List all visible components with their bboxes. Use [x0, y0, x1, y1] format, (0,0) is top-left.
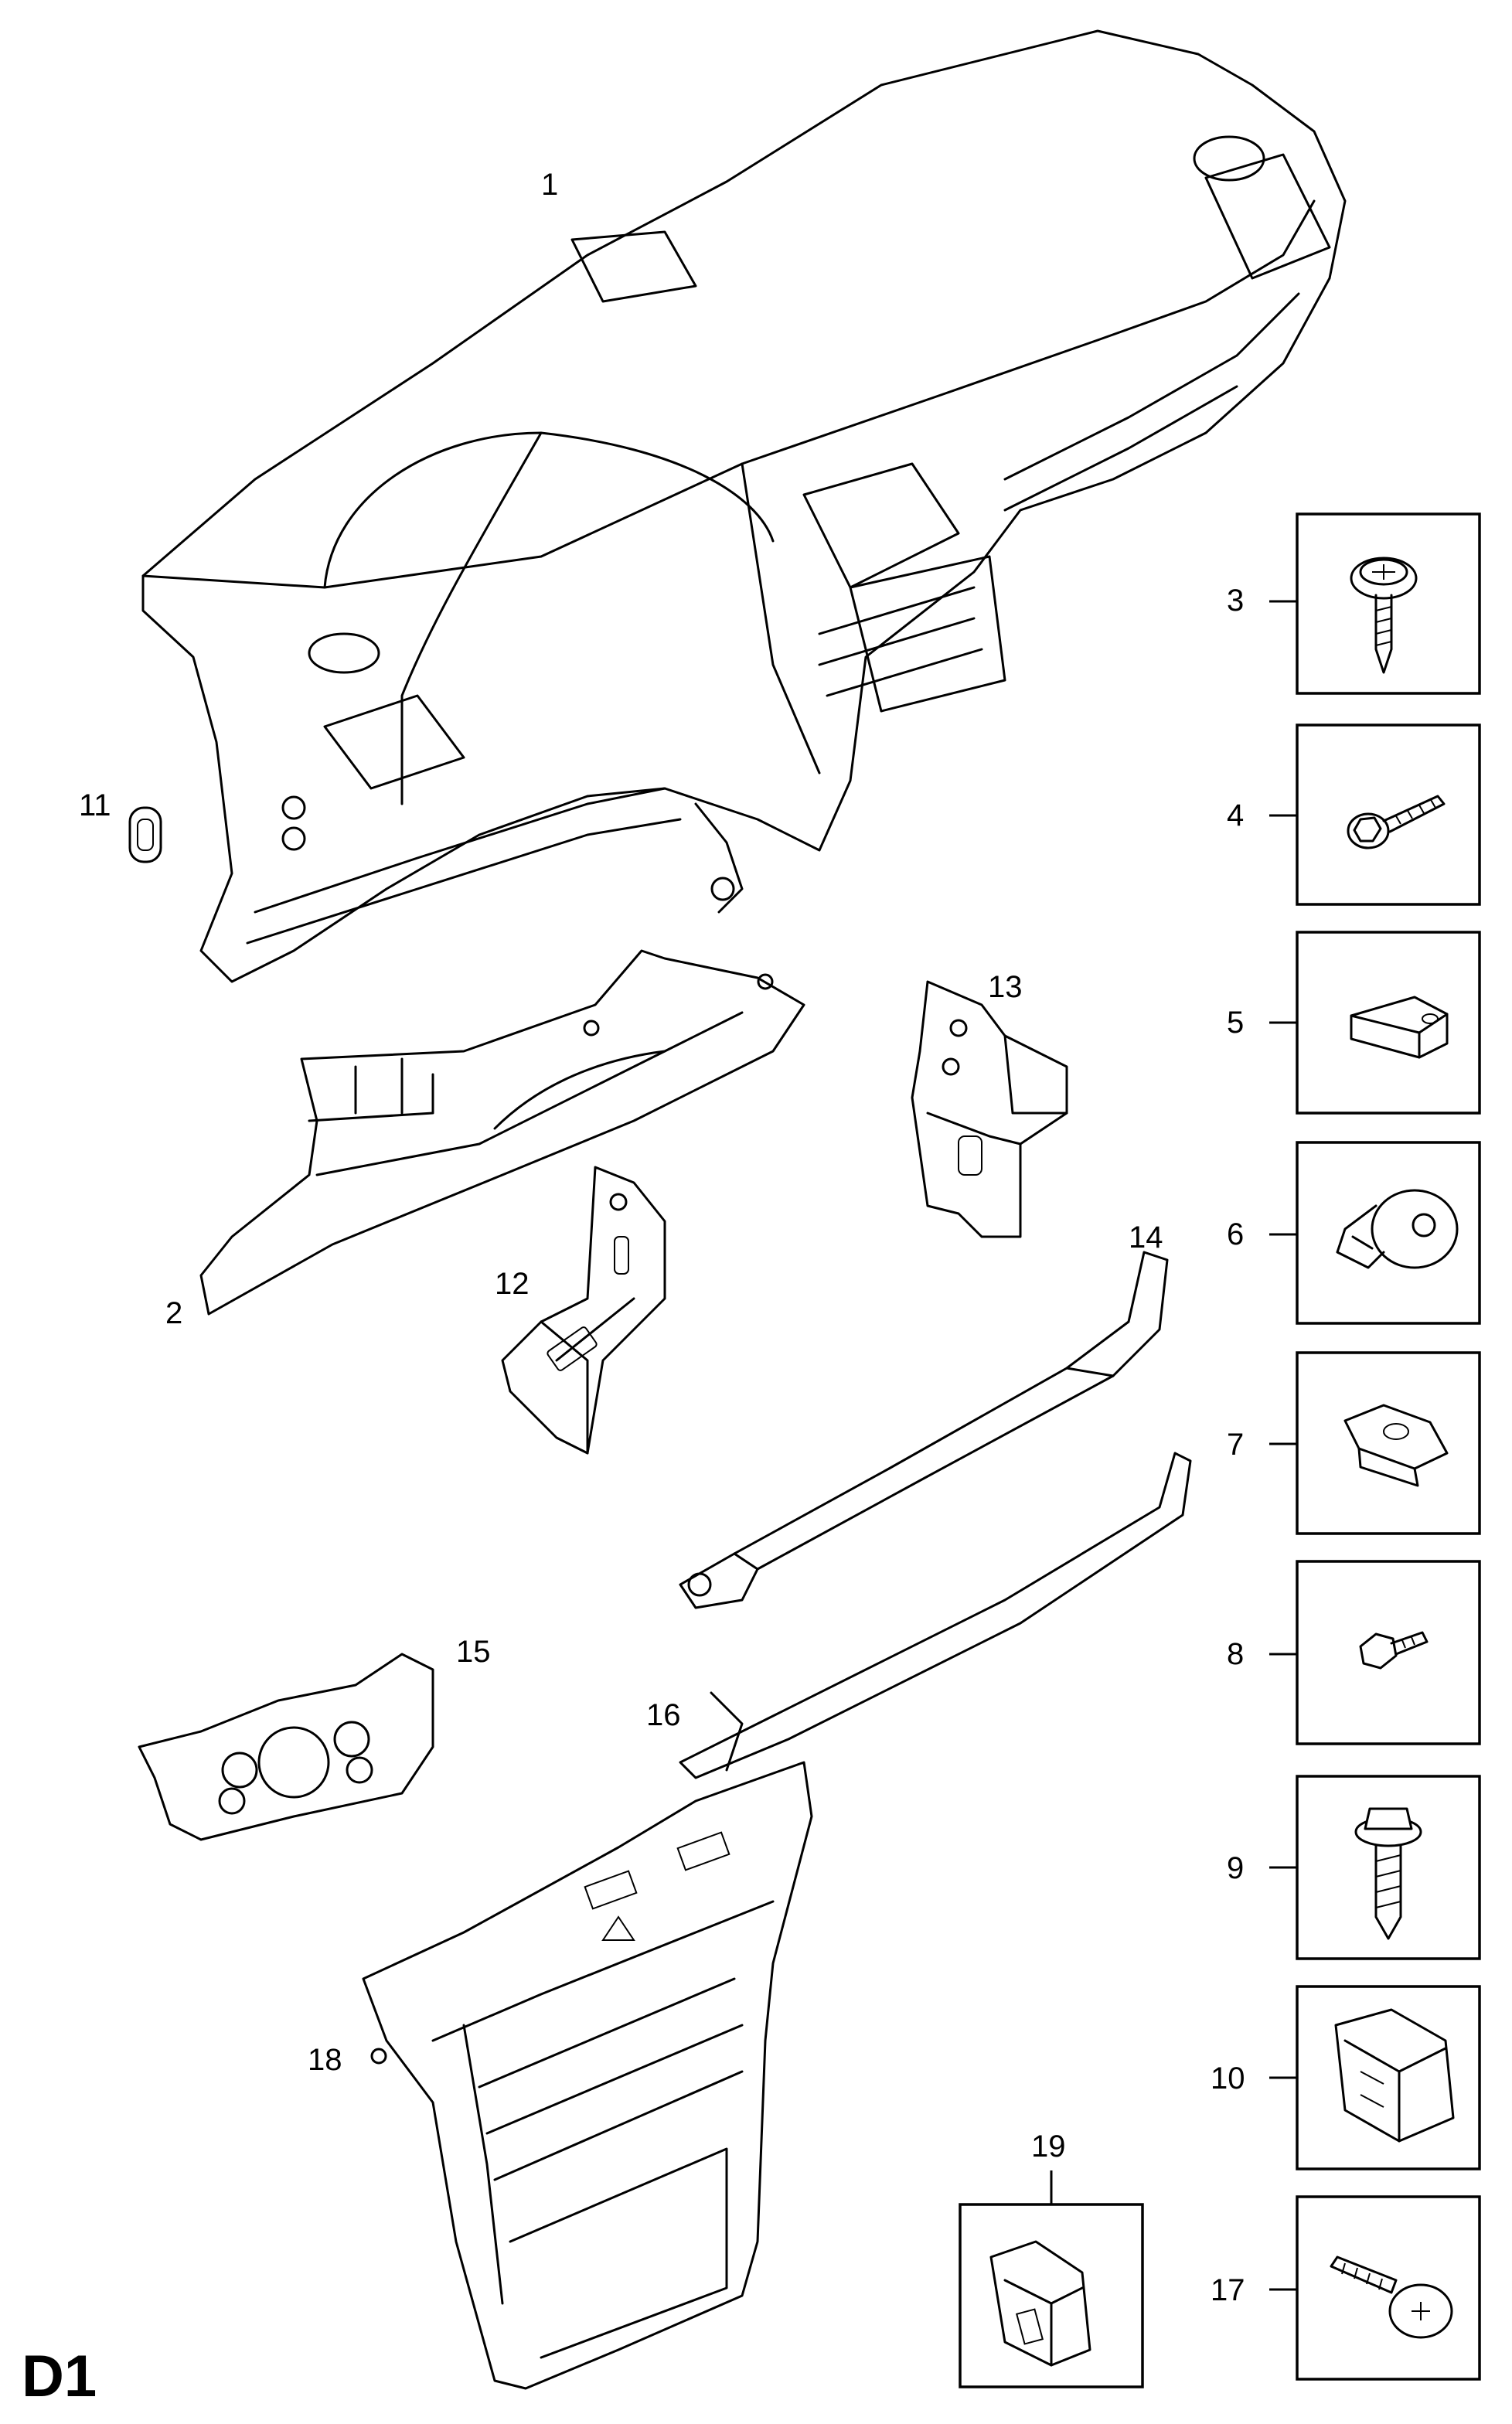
trim-strip-14 — [679, 1251, 1169, 1609]
retaining-clip-icon — [1334, 2008, 1455, 2143]
callout-14: 14 — [1129, 1221, 1163, 1255]
callout-6: 6 — [1227, 1217, 1244, 1251]
cap-part — [128, 806, 162, 863]
callout-17: 17 — [1211, 2273, 1245, 2307]
tab-nut-icon — [1350, 996, 1449, 1059]
box-9 — [1296, 1775, 1481, 1960]
center-console — [362, 1761, 813, 2390]
spring-clip-nut-icon — [1343, 1404, 1449, 1487]
callout-13: 13 — [988, 970, 1023, 1004]
box-4 — [1296, 723, 1481, 906]
callout-4: 4 — [1227, 798, 1244, 832]
callout-18: 18 — [308, 2043, 342, 2077]
trim-strip-16 — [679, 1452, 1192, 1779]
callout-8: 8 — [1227, 1637, 1244, 1671]
cluster-bezel — [138, 1653, 434, 1841]
box-3 — [1296, 512, 1481, 695]
cross-head-tapping-screw-icon — [1330, 2255, 1453, 2339]
panel-clip-icon — [989, 2240, 1091, 2367]
hex-flange-bolt-icon — [1347, 795, 1446, 849]
callout-3: 3 — [1227, 584, 1244, 618]
bracket-12 — [501, 1166, 666, 1455]
bracket-13 — [911, 980, 1068, 1238]
callout-16: 16 — [646, 1698, 681, 1732]
callout-15: 15 — [456, 1635, 491, 1669]
instrument-panel — [141, 29, 1347, 983]
sheet-label: D1 — [22, 2344, 97, 2409]
callout-11: 11 — [79, 788, 111, 822]
push-rivet-clip-icon — [1336, 1189, 1459, 1269]
callout-1: 1 — [541, 168, 558, 202]
callout-5: 5 — [1227, 1006, 1244, 1040]
torx-pan-head-screw-icon — [1350, 557, 1418, 674]
callout-7: 7 — [1227, 1428, 1244, 1462]
callout-12: 12 — [495, 1267, 530, 1301]
callout-19: 19 — [1031, 2130, 1066, 2164]
box-17 — [1296, 2195, 1481, 2381]
callout-10: 10 — [1211, 2061, 1245, 2095]
hex-flange-tapping-screw-icon — [1354, 1807, 1422, 1940]
glovebox-frame — [199, 949, 805, 1316]
callout-9: 9 — [1227, 1851, 1244, 1885]
hex-bolt-icon — [1359, 1631, 1429, 1670]
callout-2: 2 — [165, 1296, 182, 1330]
